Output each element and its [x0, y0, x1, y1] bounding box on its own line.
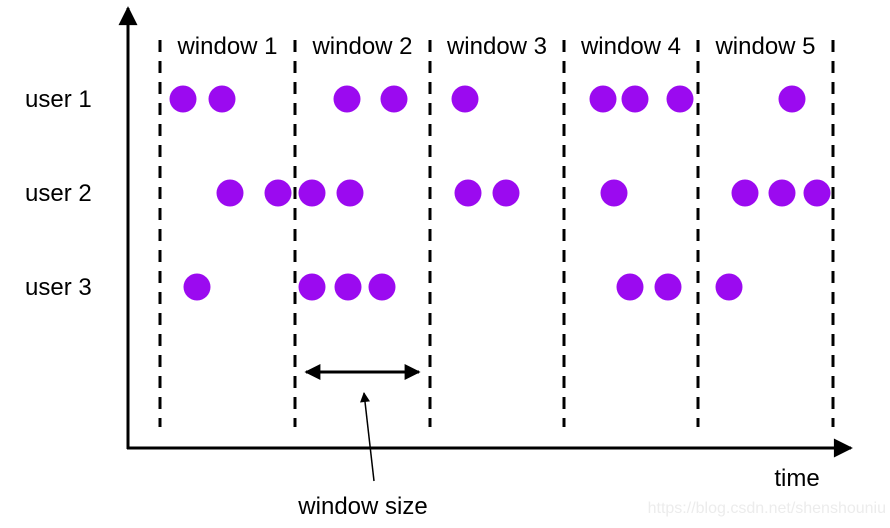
window-4-label: window 4 [580, 33, 682, 60]
event-dot [380, 85, 408, 113]
event-dot [298, 179, 326, 207]
window-1-label: window 1 [177, 33, 278, 60]
window-2-label: window 2 [312, 33, 413, 60]
user-2-label: user 2 [25, 180, 92, 207]
event-dot [778, 85, 806, 113]
event-dot [666, 85, 694, 113]
event-dot [264, 179, 292, 207]
event-dot [334, 273, 362, 301]
event-dot [169, 85, 197, 113]
event-dot [336, 179, 364, 207]
event-dot [768, 179, 796, 207]
window-size-pointer-arrow [360, 392, 375, 482]
user-3-label: user 3 [25, 274, 92, 301]
event-dot [368, 273, 396, 301]
window-size-label: window size [298, 493, 428, 520]
window-3-label: window 3 [446, 33, 548, 60]
watermark-text: https://blog.csdn.net/shenshouniu [647, 500, 886, 517]
event-dot [600, 179, 628, 207]
event-dot [451, 85, 479, 113]
event-dot [616, 273, 644, 301]
event-dot [298, 273, 326, 301]
event-dot [216, 179, 244, 207]
event-dot [454, 179, 482, 207]
event-dot [589, 85, 617, 113]
event-dot [621, 85, 649, 113]
event-dot [715, 273, 743, 301]
time-axis-label: time [774, 465, 820, 492]
window-5-label: window 5 [715, 33, 816, 60]
event-dot [183, 273, 211, 301]
event-dot [333, 85, 361, 113]
event-dot [731, 179, 759, 207]
event-dot [803, 179, 831, 207]
user-1-label: user 1 [25, 86, 92, 113]
event-dot [654, 273, 682, 301]
event-dot [208, 85, 236, 113]
event-dot [492, 179, 520, 207]
